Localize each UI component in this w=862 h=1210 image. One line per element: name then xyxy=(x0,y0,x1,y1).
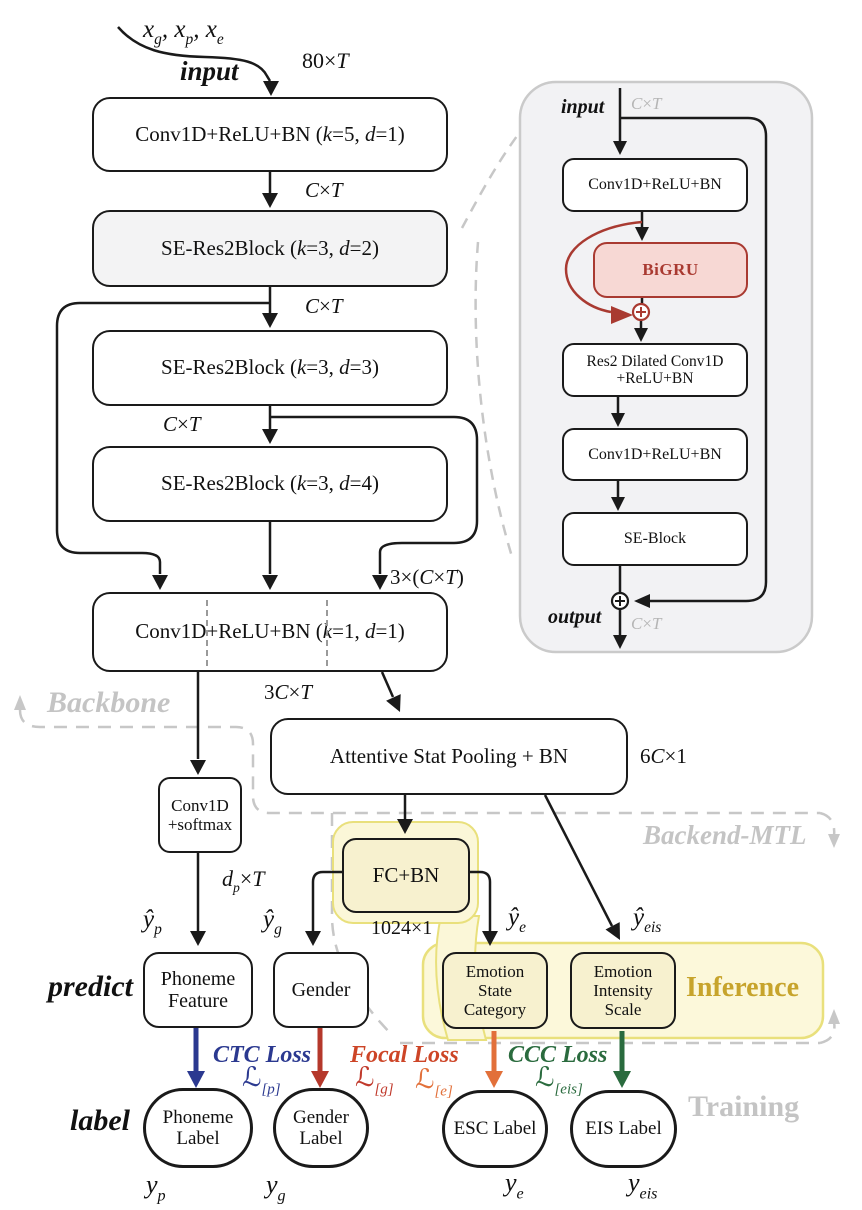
y-g-label: yg xyxy=(266,1170,286,1205)
yhat-p-label: ŷp xyxy=(143,906,162,938)
inset-output-caption: output xyxy=(548,606,602,628)
eis-label-node: EIS Label xyxy=(570,1090,677,1168)
ctc-loss-label: CTC Loss xyxy=(213,1042,312,1068)
esc-label-node: ESC Label xyxy=(442,1090,548,1168)
se-res2block-d3: SE-Res2Block (k=3, d=3) xyxy=(92,330,448,406)
inset-flow-lines xyxy=(616,88,768,635)
y-p-label: yp xyxy=(146,1170,166,1205)
inset-conv1d-block-2: Conv1D+ReLU+BN xyxy=(562,428,748,481)
inset-conv1d-block-1: Conv1D+ReLU+BN xyxy=(562,158,748,212)
loss-arrowheads xyxy=(187,1071,631,1088)
conv1d-block-k5: Conv1D+ReLU+BN (k=5, d=1) xyxy=(92,97,448,172)
concat-divider xyxy=(326,600,328,666)
inset-output-dim: C×T xyxy=(631,614,662,633)
loss-eis-symbol: ℒ[eis] xyxy=(535,1062,583,1098)
sum-node-black xyxy=(610,591,630,611)
loss-p-symbol: ℒ[p] xyxy=(242,1062,281,1098)
y-e-label: ye xyxy=(505,1168,524,1203)
predict-caption: predict xyxy=(48,970,133,1003)
input-signals-label: xg, xp, xe xyxy=(143,16,224,48)
loss-e-symbol: ℒ[e] xyxy=(415,1064,453,1100)
concat-divider xyxy=(206,600,208,666)
dim-dpt: dp×T xyxy=(222,866,265,896)
dim-6c1: 6C×1 xyxy=(640,744,687,768)
backend-mtl-region-label: Backend-MTL xyxy=(643,820,807,850)
yhat-e-label: ŷe xyxy=(508,904,526,936)
region-boundary-arrows xyxy=(14,695,840,1024)
conv1d-softmax-block: Conv1D+softmax xyxy=(158,777,242,853)
se-res2block-d2: SE-Res2Block (k=3, d=2) xyxy=(92,210,448,287)
inset-se-block: SE-Block xyxy=(562,512,748,566)
main-flow-lines xyxy=(55,26,614,931)
se-res2block-d4: SE-Res2Block (k=3, d=4) xyxy=(92,446,448,522)
dim-3ct: 3C×T xyxy=(264,680,313,704)
gender-box: Gender xyxy=(273,952,369,1028)
inset-arrowheads xyxy=(611,141,650,649)
inset-bigru-block: BiGRU xyxy=(593,242,748,298)
attentive-stat-pooling: Attentive Stat Pooling + BN xyxy=(270,718,628,795)
dim-1024: 1024×1 xyxy=(371,917,433,939)
input-dim-label: 80×T xyxy=(302,48,349,73)
dim-ct-3: C×T xyxy=(163,412,201,436)
conv1d-block-k1: Conv1D+ReLU+BN (k=1, d=1) xyxy=(92,592,448,672)
ccc-loss-label: CCC Loss xyxy=(508,1042,608,1068)
inset-res2-dilated-block: Res2 Dilated Conv1D+ReLU+BN xyxy=(562,343,748,397)
inference-region-label: Inference xyxy=(686,972,799,1003)
yhat-g-label: ŷg xyxy=(263,906,282,938)
dim-3xct: 3×(C×T) xyxy=(390,565,464,589)
loss-arrows xyxy=(193,1028,625,1072)
dim-ct-1: C×T xyxy=(305,178,343,202)
label-caption: label xyxy=(70,1104,130,1137)
yhat-eis-label: ŷeis xyxy=(633,904,662,936)
training-region-label: Training xyxy=(688,1090,800,1123)
bigru-skip xyxy=(564,220,643,324)
sum-node-red xyxy=(631,302,651,322)
focal-loss-label: Focal Loss xyxy=(350,1042,459,1068)
fc-bn-block: FC+BN xyxy=(342,838,470,913)
inset-input-dim: C×T xyxy=(631,94,662,113)
inset-input-caption: input xyxy=(561,96,605,118)
backbone-region-label: Backbone xyxy=(47,686,171,719)
main-flow-arrowheads xyxy=(152,81,620,946)
y-eis-label: yeis xyxy=(628,1168,658,1203)
dim-ct-2: C×T xyxy=(305,294,343,318)
loss-g-symbol: ℒ[g] xyxy=(355,1062,394,1098)
input-caption: input xyxy=(180,56,239,86)
